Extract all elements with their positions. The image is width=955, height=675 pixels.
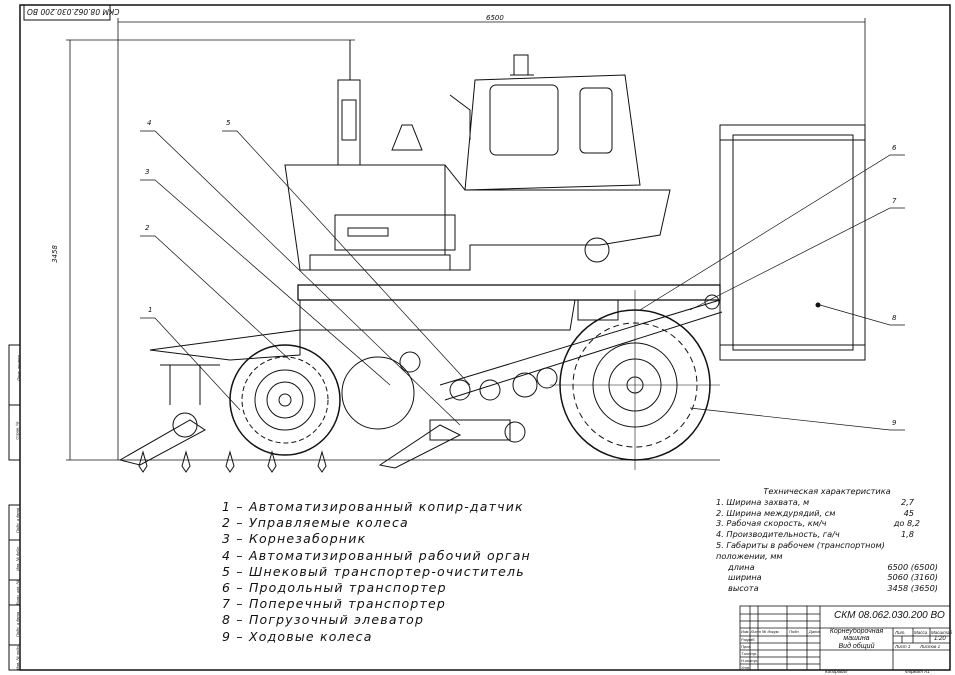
leader-lines <box>140 130 905 431</box>
lit-label: Лит. <box>895 630 906 635</box>
sheets-label: Листов 1 <box>920 644 941 649</box>
col-date: Дата <box>809 629 820 634</box>
spec-label: 3. Рабочая скорость, км/ч <box>716 518 827 529</box>
callout-8: 8 <box>892 314 897 322</box>
col-doc: № докум. <box>762 629 780 634</box>
spec-value: 6500 (6500) <box>887 561 938 572</box>
spec-value: 45 <box>903 507 914 518</box>
machine-body <box>149 40 721 361</box>
strip-label: Инв. № подл. <box>14 645 20 670</box>
strip-label: Перв. примен. <box>15 354 21 381</box>
strip-label: Справ. № <box>14 421 20 440</box>
legend-item: 9 – Ходовые колеса <box>222 628 373 644</box>
col-sign: Подп. <box>789 629 800 634</box>
spec-label: 4. Производительность, га/ч <box>716 529 840 540</box>
legend-item: 7 – Поперечный транспортер <box>222 596 446 612</box>
callout-5: 5 <box>226 119 231 127</box>
callout-6: 6 <box>892 144 897 152</box>
steered-wheel <box>229 344 341 456</box>
format-label: Формат А1 <box>905 669 930 674</box>
row-razrab: Разраб. <box>741 637 756 642</box>
spec-label: высота <box>728 583 759 594</box>
strip-label: Взам. инв. № <box>14 580 20 605</box>
row-prov: Пров. <box>741 644 752 649</box>
product-name-box: Корнеуборочная машина Вид общий <box>821 628 892 650</box>
dimension-height: 3458 <box>50 245 59 263</box>
product-name: Корнеуборочная машина <box>829 628 884 643</box>
copied-label: Копировал <box>825 669 848 674</box>
spec-label: длина <box>728 561 755 572</box>
legend-item: 5 – Шнековый транспортер-очиститель <box>222 563 525 579</box>
legend: 1 – Автоматизированный копир-датчик 2 – … <box>222 499 531 645</box>
legend-item: 1 – Автоматизированный копир-датчик <box>222 499 524 514</box>
title-block-lines <box>739 605 951 671</box>
spec-value: 3458 (3650) <box>887 583 938 594</box>
digging-header <box>118 364 526 473</box>
view-name: Вид общий <box>838 642 875 650</box>
callout-7: 7 <box>892 197 897 205</box>
legend-item: 3 – Корнезаборник <box>222 531 367 547</box>
document-code: СКМ 08.062.030.200 ВО <box>834 610 945 621</box>
side-strip <box>8 344 21 671</box>
conveyors <box>341 294 723 430</box>
sheet-label: Лист 1 <box>895 644 911 649</box>
strip-label: Подп. и дата <box>15 507 21 534</box>
rotated-stamp-code: СКМ 08.062.030.200 ВО <box>27 7 120 16</box>
spec-value: 5060 (3160) <box>887 572 938 583</box>
scale-label: Масштаб <box>931 630 953 635</box>
mass-label: Масса <box>914 630 928 635</box>
row-utv: Утв. <box>741 665 751 670</box>
legend-item: 8 – Погрузочный элеватор <box>222 612 425 628</box>
drawing-frame <box>19 4 951 671</box>
loading-elevator <box>719 124 866 361</box>
callout-9: 9 <box>892 419 897 427</box>
scale-value: 1:20 <box>934 636 946 642</box>
spec-label: ширина <box>728 572 762 583</box>
spec-label: 1. Ширина захвата, м <box>716 496 810 507</box>
row-nkontr: Н.контр. <box>741 658 758 663</box>
strip-label: Подп. и дата <box>15 611 21 638</box>
col-izm: Изм. Лист <box>741 629 761 634</box>
spec-value: 2,7 <box>900 496 914 507</box>
legend-item: 4 – Автоматизированный рабочий орган <box>222 547 531 563</box>
legend-item: 2 – Управляемые колеса <box>222 515 409 531</box>
dimension-length: 6500 <box>486 14 504 22</box>
callout-2: 2 <box>145 224 150 232</box>
spec-label: 2. Ширина междурядий, см <box>716 507 836 518</box>
spec-value: до 8,2 <box>893 518 920 529</box>
callout-3: 3 <box>145 168 150 176</box>
dimension-lines <box>66 18 866 461</box>
technical-specs: Техническая характеристика 1. Ширина зах… <box>716 486 938 594</box>
legend-item: 6 – Продольный транспортер <box>222 580 447 596</box>
cabin <box>449 54 641 191</box>
tech-title: Техническая характеристика <box>763 486 891 496</box>
spec-value: 1,8 <box>900 529 914 540</box>
callout-4: 4 <box>147 119 152 127</box>
spec-label: 5. Габариты в рабочем (транспортном) пол… <box>716 539 885 561</box>
callout-1: 1 <box>148 306 153 314</box>
row-tkontr: Т.контр. <box>741 651 758 656</box>
strip-label: Инв. № дубл. <box>14 546 20 571</box>
stamp-box <box>23 4 111 21</box>
drive-wheel <box>550 290 720 470</box>
